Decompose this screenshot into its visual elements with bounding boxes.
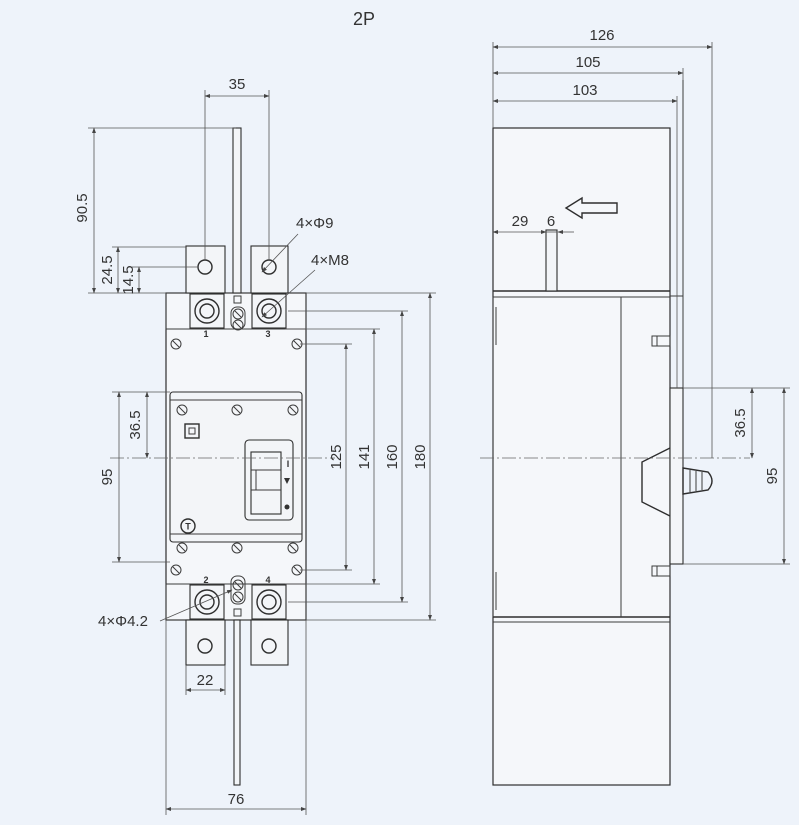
dim-105: 105 <box>575 54 600 71</box>
label-4xphi4-2: 4×Φ4.2 <box>98 613 148 630</box>
direction-arrow-icon <box>564 196 618 220</box>
side-view: 126 105 103 29 6 36.5 95 <box>480 27 790 786</box>
dim-95-side: 95 <box>764 468 781 485</box>
dim-141: 141 <box>356 444 373 469</box>
terminal-label-4: 4 <box>265 575 270 585</box>
drawing-title: 2P <box>353 9 375 29</box>
label-4xm8: 4×M8 <box>311 252 349 269</box>
svg-text:T: T <box>185 522 191 532</box>
dim-125: 125 <box>328 444 345 469</box>
dim-6: 6 <box>547 213 555 230</box>
dim-160: 160 <box>384 444 401 469</box>
dim-126: 126 <box>589 27 614 44</box>
toggle-side[interactable] <box>682 467 713 495</box>
dim-35: 35 <box>229 76 246 93</box>
dim-14-5: 14.5 <box>120 265 137 294</box>
dim-24-5: 24.5 <box>99 255 116 284</box>
indicator-window <box>184 423 200 439</box>
center-plate-bottom <box>233 619 241 786</box>
side-plate <box>545 229 558 292</box>
side-front-face <box>669 387 684 565</box>
arrow-down-icon <box>284 478 290 484</box>
front-view: I T 1 3 2 4 <box>74 76 436 815</box>
dim-36-5: 36.5 <box>127 410 144 439</box>
busbar-top-left <box>185 245 226 294</box>
busbar-top-right <box>250 245 289 294</box>
switch-on-mark: I <box>287 459 290 469</box>
label-4xphi9: 4×Φ9 <box>296 215 333 232</box>
dim-36-5-side: 36.5 <box>732 408 749 437</box>
busbar-bottom-right <box>250 619 289 666</box>
terminal-label-2: 2 <box>203 575 208 585</box>
dim-90-5: 90.5 <box>74 193 91 222</box>
dim-103: 103 <box>572 82 597 99</box>
terminal-label-3: 3 <box>265 329 270 339</box>
dim-29: 29 <box>512 213 529 230</box>
dim-76: 76 <box>228 791 245 808</box>
dim-180: 180 <box>412 444 429 469</box>
busbar-bottom-left <box>185 619 226 666</box>
terminal-label-1: 1 <box>203 329 208 339</box>
handle-profile <box>641 447 671 517</box>
panel-screws <box>170 338 303 576</box>
center-plate-top <box>232 127 242 294</box>
test-button[interactable] <box>180 518 196 534</box>
dim-22: 22 <box>197 672 214 689</box>
dim-95-front: 95 <box>99 469 116 486</box>
